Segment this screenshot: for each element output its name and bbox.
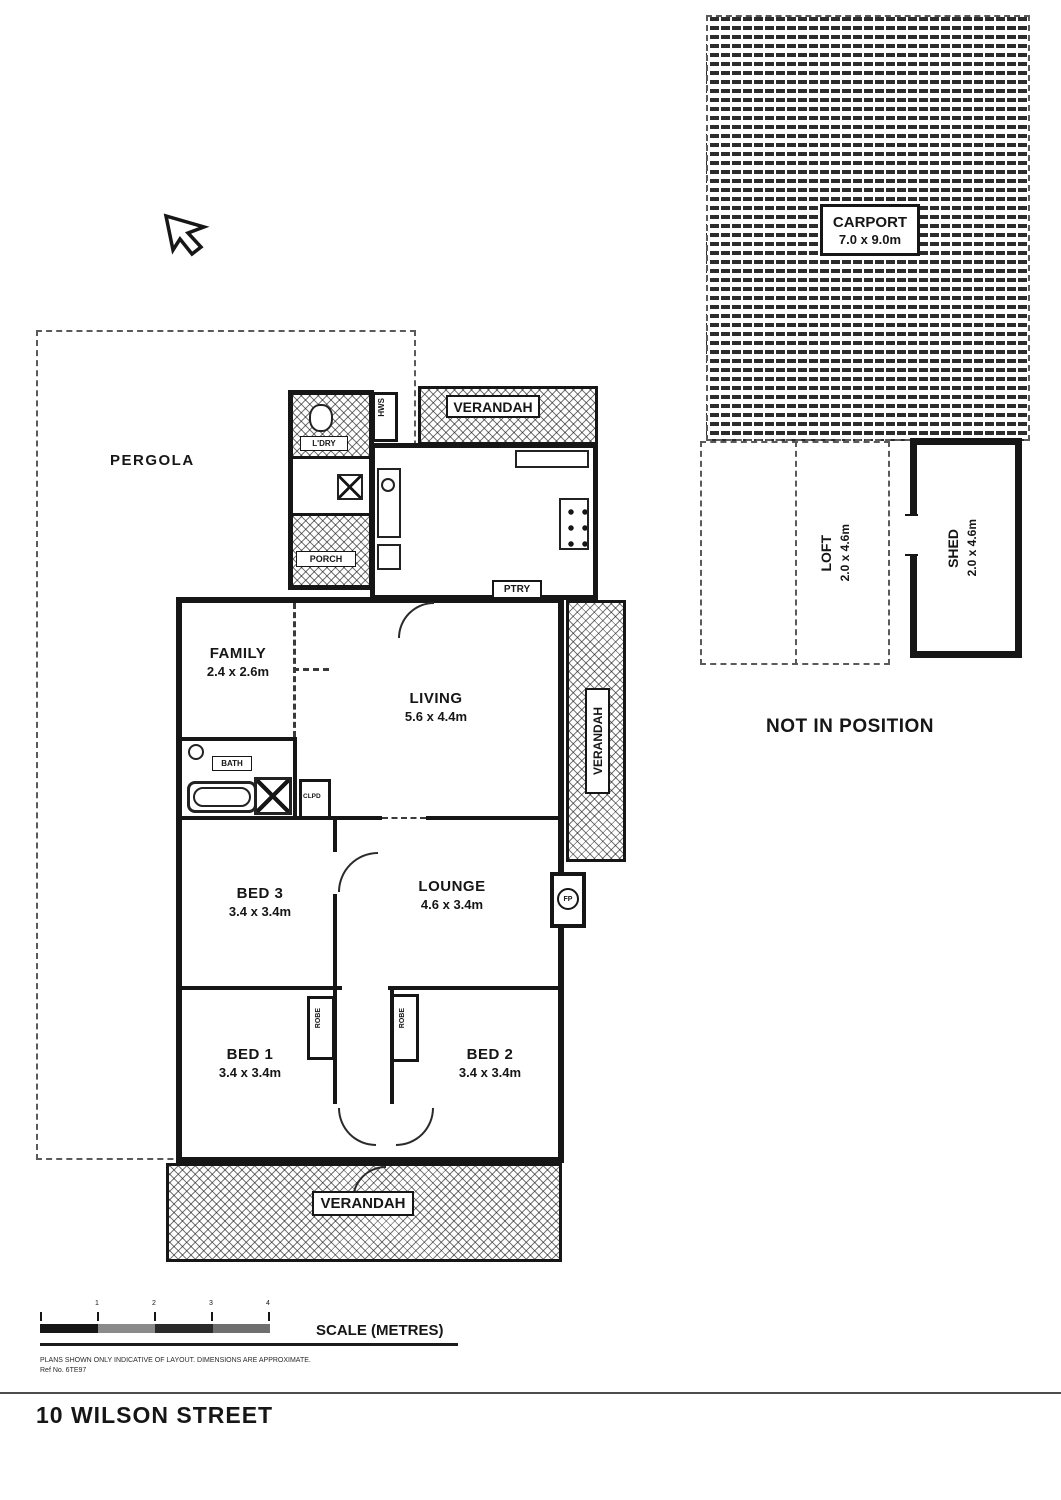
- living-label: LIVING 5.6 x 4.4m: [404, 690, 468, 724]
- verandah-bottom-label: VERANDAH: [312, 1191, 414, 1216]
- cupboard-label: CLPD: [303, 793, 321, 800]
- wall: [334, 986, 342, 990]
- loft-label: LOFT 2.0 x 4.6m: [818, 524, 852, 582]
- wall: [333, 820, 337, 852]
- scale-bar: [40, 1324, 270, 1333]
- scale-label: SCALE (METRES): [316, 1322, 444, 1339]
- kitchen-fridge: [377, 544, 401, 570]
- wall: [426, 816, 558, 820]
- bed2-label: BED 2 3.4 x 3.4m: [458, 1046, 522, 1080]
- bed3-label: BED 3 3.4 x 3.4m: [228, 885, 292, 919]
- scale-tick-mark: [268, 1312, 270, 1321]
- bathtub-inner: [193, 787, 251, 807]
- wc-icon: [337, 474, 363, 500]
- shed-door-opening: [905, 514, 918, 556]
- not-in-position-note: NOT IN POSITION: [766, 716, 934, 737]
- verandah-right-label: VERANDAH: [585, 688, 610, 794]
- robe-label: ROBE: [399, 1008, 406, 1029]
- scale-tick-mark: [154, 1312, 156, 1321]
- family-open-wall-return: [293, 668, 329, 671]
- scale-tick: 3: [209, 1300, 213, 1307]
- verandah-right-area: [566, 600, 626, 862]
- scale-tick-mark: [211, 1312, 213, 1321]
- porch-label: PORCH: [296, 551, 356, 567]
- pergola-label: PERGOLA: [110, 452, 195, 469]
- scale-bar-segment: [212, 1324, 270, 1333]
- wall: [182, 816, 382, 820]
- scale-tick: 4: [266, 1300, 270, 1307]
- north-arrow-icon: [163, 213, 210, 257]
- bed1-label: BED 1 3.4 x 3.4m: [218, 1046, 282, 1080]
- hws-closet: [372, 392, 398, 442]
- scale-tick: 1: [95, 1300, 99, 1307]
- hws-label: HWS: [377, 398, 386, 417]
- basin-icon: [188, 744, 204, 760]
- scale-tick-mark: [40, 1312, 42, 1321]
- laundry-label: L'DRY: [300, 436, 348, 451]
- robe-box: [391, 994, 419, 1062]
- reference-number: Ref No. 6TE97: [40, 1367, 87, 1374]
- pantry-label: PTRY: [492, 580, 542, 599]
- robe-box: [307, 996, 335, 1060]
- kitchen-stove-icon: [559, 498, 589, 550]
- wall: [182, 986, 334, 990]
- scale-bar-segment: [97, 1324, 155, 1333]
- porch-floor: [293, 513, 369, 585]
- scale-bar-segment: [40, 1324, 98, 1333]
- wall: [293, 737, 297, 820]
- wall: [388, 986, 558, 990]
- washing-machine-icon: [309, 404, 333, 432]
- family-label: FAMILY 2.4 x 2.6m: [206, 645, 270, 679]
- scale-tick-mark: [97, 1312, 99, 1321]
- scale-tick: 2: [152, 1300, 156, 1307]
- fireplace-icon: FP: [557, 888, 579, 910]
- bath-label: BATH: [212, 756, 252, 771]
- cupboard-box: [299, 779, 331, 819]
- shed-label: SHED 2.0 x 4.6m: [945, 519, 979, 577]
- scale-underline: [40, 1343, 458, 1346]
- shower-icon: [254, 777, 292, 815]
- wall: [182, 737, 296, 741]
- loft-divider: [795, 441, 797, 665]
- wall-opening: [382, 817, 426, 819]
- disclaimer-text: PLANS SHOWN ONLY INDICATIVE OF LAYOUT. D…: [40, 1357, 311, 1364]
- wall: [333, 990, 337, 1104]
- robe-label: ROBE: [315, 1008, 322, 1029]
- carport-label: CARPORT 7.0 x 9.0m: [820, 204, 920, 256]
- kitchen-bench-top: [515, 450, 589, 468]
- kitchen-sink-icon: [381, 478, 395, 492]
- verandah-top-label: VERANDAH: [446, 395, 540, 418]
- scale-bar-segment: [155, 1324, 213, 1333]
- page-title: 10 WILSON STREET: [36, 1402, 274, 1428]
- wall: [333, 894, 337, 988]
- lounge-label: LOUNGE 4.6 x 3.4m: [418, 878, 486, 912]
- footer-divider: [0, 1392, 1061, 1394]
